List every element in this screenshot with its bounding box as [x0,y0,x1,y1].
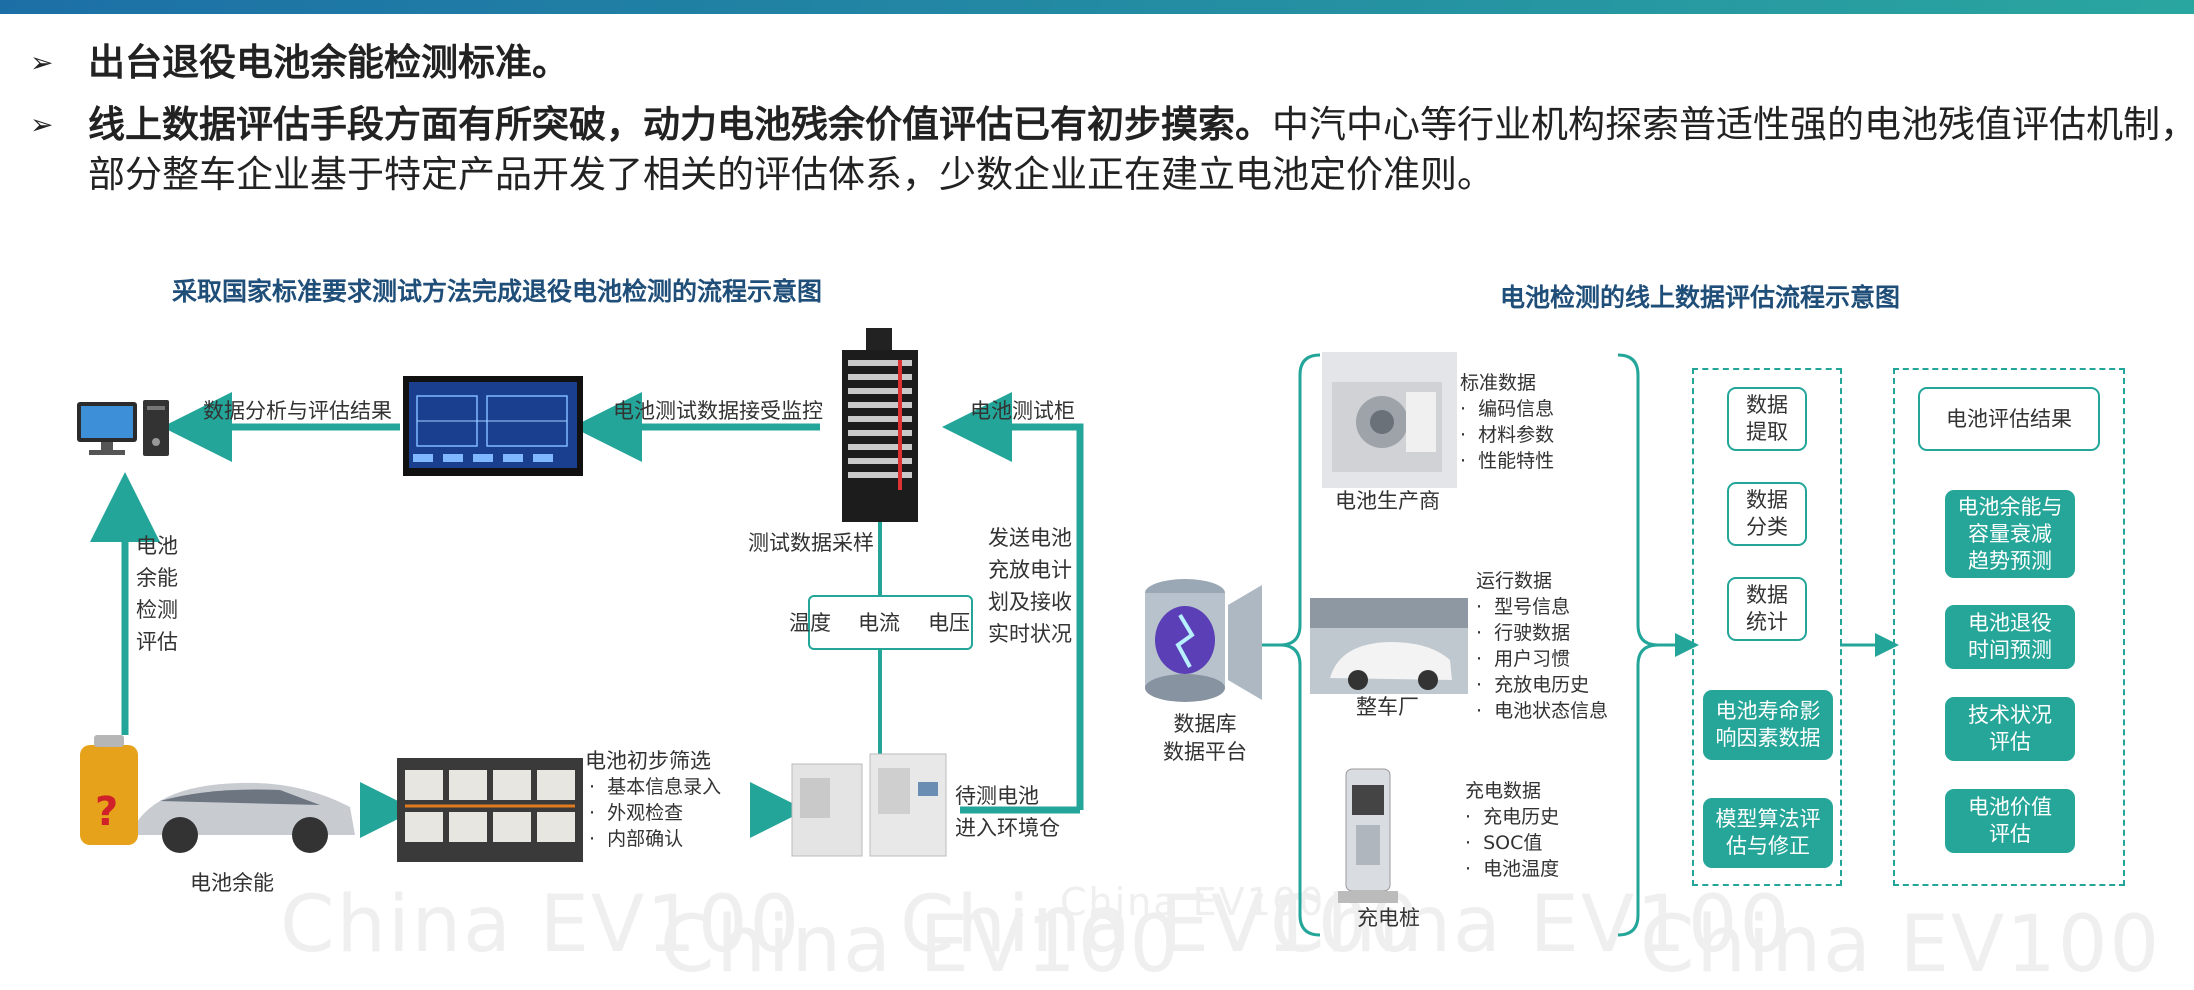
source-data-list: 运行数据 · 型号信息 · 行驶数据 · 用户习惯 · 充放电历史 · 电池状态… [1476,568,1608,724]
environment-chamber-image [790,752,950,860]
result-retirement-forecast: 电池退役 时间预测 [1945,605,2075,669]
source-data-item-text: 编码信息 [1478,398,1555,420]
source-caption: 电池生产商 [1335,489,1440,513]
temperature-label: 温度 [789,611,831,635]
screening-item-text: 内部确认 [607,828,684,850]
screening-item-text: 外观检查 [607,802,684,824]
pending-battery-label: 待测电池 进入环境仓 [955,784,1060,840]
monitoring-screen-image [403,376,583,476]
test-cabinet-label: 电池测试柜 [970,399,1075,423]
charging-pile-image [1332,765,1404,907]
source-data-item-text: 充放电历史 [1494,674,1590,696]
source-caption: 整车厂 [1356,695,1419,719]
source-data-item: · 型号信息 [1476,596,1571,618]
analysis-result-label: 数据分析与评估结果 [203,399,392,423]
result-capacity-forecast: 电池余能与 容量衰减 趋势预测 [1945,490,2075,578]
watermark: China EV100 [1060,880,1326,924]
processing-steps-frame [1692,368,1842,886]
source-data-item-text: 用户习惯 [1494,648,1571,670]
source-data-item: · 编码信息 [1460,398,1555,420]
source-caption: 充电桩 [1357,906,1420,930]
source-data-item-text: 电池状态信息 [1494,700,1609,722]
source-data-item-text: 充电历史 [1483,806,1560,828]
database-caption: 数据库 数据平台 [1163,712,1247,764]
sampling-label: 测试数据采样 [748,531,874,555]
bullet-2-bold: 线上数据评估手段方面有所突破，动力电池残余价值评估已有初步摸索。 [88,103,1272,146]
source-data-item-text: SOC值 [1483,832,1543,854]
voltage-label: 电压 [928,611,970,635]
left-diagram-title: 采取国家标准要求测试方法完成退役电池检测的流程示意图 [172,277,823,306]
watermark: China EV100 [900,880,1422,970]
screening-item-text: 基本信息录入 [607,776,722,798]
result-title: 电池评估结果 [1918,387,2100,451]
source-data-item: · SOC值 [1465,832,1543,854]
step-data-extract: 数据 提取 [1727,387,1807,451]
bullet-arrow-icon: ➢ [30,46,54,79]
source-data-title: 标准数据 [1460,372,1537,394]
right-diagram-title: 电池检测的线上数据评估流程示意图 [1500,283,1901,312]
step-data-classify: 数据 分类 [1727,482,1807,546]
source-data-item-text: 电池温度 [1483,858,1560,880]
current-label: 电流 [858,611,900,635]
battery-pack-image [395,750,585,868]
source-data-item: · 电池温度 [1465,858,1560,880]
receive-monitor-label: 电池测试数据接受监控 [613,399,823,423]
source-data-item: · 充放电历史 [1476,674,1590,696]
computer-icon [75,398,175,460]
source-data-item: · 用户习惯 [1476,648,1571,670]
source-data-title: 运行数据 [1476,570,1553,592]
source-data-item: · 行驶数据 [1476,622,1571,644]
watermark: China EV100 [280,880,802,970]
result-technical-status: 技术状况 评估 [1945,697,2075,761]
battery-manufacturer-image [1322,352,1457,488]
send-plan-label: 发送电池 充放电计 划及接收 实时状况 [988,526,1072,646]
screening-title: 电池初步筛选 [585,749,711,773]
source-data-list: 标准数据 · 编码信息 · 材料参数 · 性能特性 [1460,370,1554,474]
screening-item: · 外观检查 [589,802,684,824]
source-data-item-text: 材料参数 [1478,424,1555,446]
source-data-list: 充电数据 · 充电历史 · SOC值 · 电池温度 [1465,778,1559,882]
screening-panel: 电池初步筛选 · 基本信息录入 · 外观检查 · 内部确认 [585,748,721,852]
database-icon [1140,575,1270,710]
result-value-assessment: 电池价值 评估 [1945,789,2075,853]
step-data-statistics: 数据 统计 [1727,577,1807,641]
bullet-1-text: 出台退役电池余能检测标准。 [88,41,569,84]
sensor-box [808,595,973,650]
step-model-algorithm: 模型算法评 估与修正 [1703,798,1833,868]
source-data-title: 充电数据 [1465,780,1542,802]
step-lifetime-factors: 电池寿命影 响因素数据 [1703,690,1833,760]
top-accent-bar [0,0,2194,14]
source-data-item-text: 性能特性 [1478,450,1555,472]
source-data-item-text: 行驶数据 [1494,622,1571,644]
residual-eval-label: 电池 余能 检测 评估 [136,534,178,654]
battery-car-image: ? [70,735,360,870]
bullet-arrow-icon: ➢ [30,108,54,141]
source-data-item-text: 型号信息 [1494,596,1571,618]
screening-item: · 内部确认 [589,828,684,850]
screening-item: · 基本信息录入 [589,776,722,798]
source-data-item: · 电池状态信息 [1476,700,1609,722]
source-data-item: · 充电历史 [1465,806,1560,828]
results-frame [1893,368,2125,886]
vehicle-factory-image [1310,598,1468,694]
svg-text:?: ? [95,789,118,835]
source-data-item: · 性能特性 [1460,450,1555,472]
source-data-item: · 材料参数 [1460,424,1555,446]
bullet-2-text: 中汽中心等行业机构探索普适性强的电池残值评估机制，部分整车企业基于特定产品开发了… [88,103,2194,196]
battery-test-cabinet-image [838,328,922,526]
car-caption: 电池余能 [190,871,274,895]
